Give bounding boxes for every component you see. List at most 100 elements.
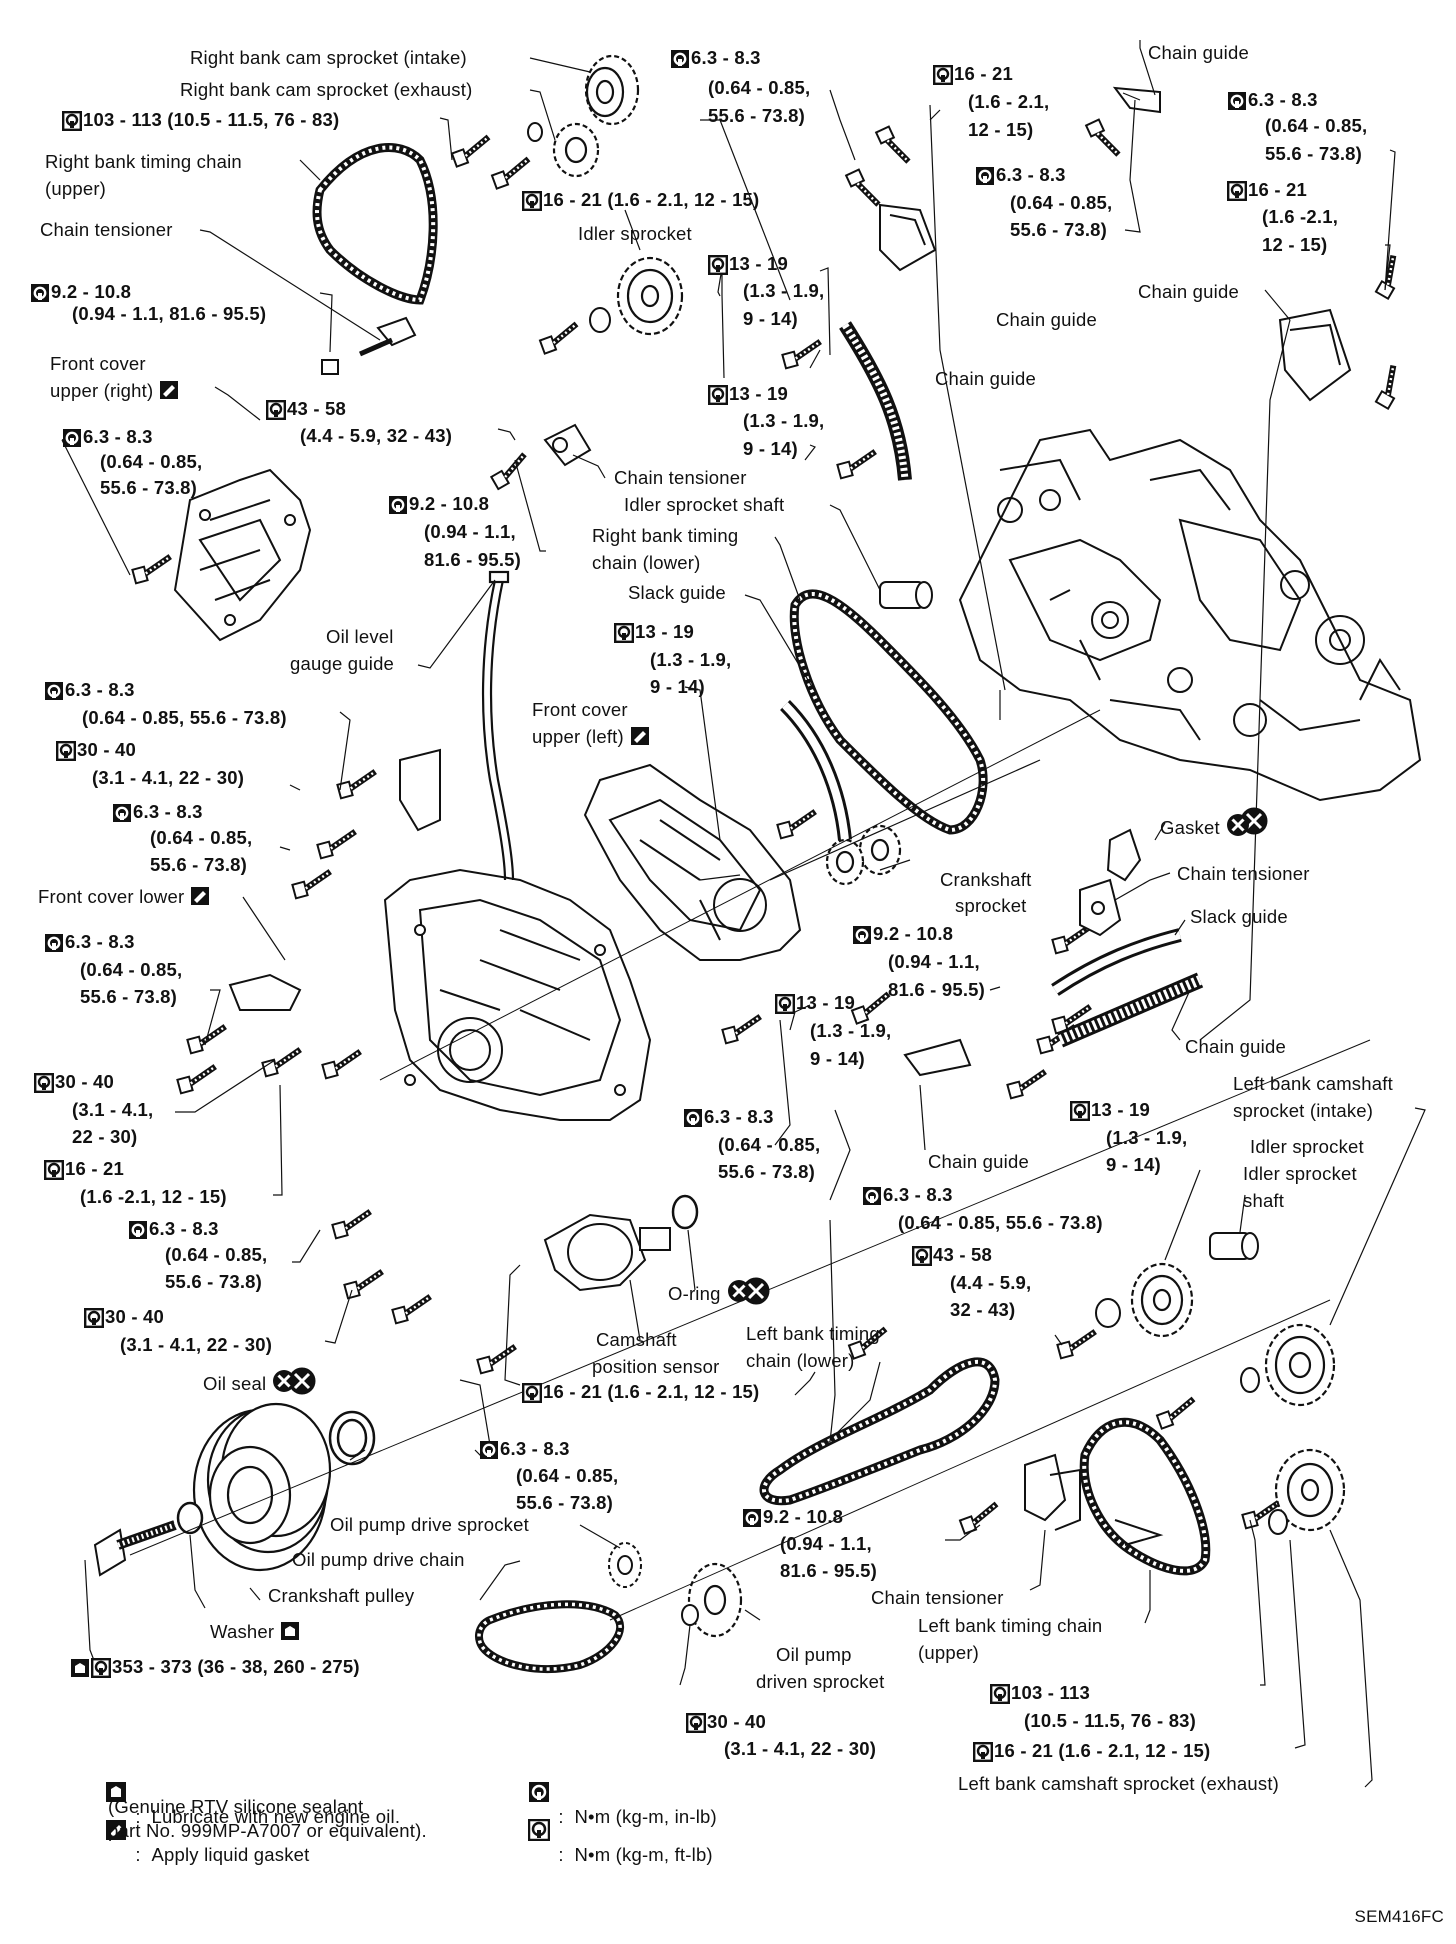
o-ring-part: [671, 1194, 699, 1230]
label-t-63c-1: 6.3 - 8.3: [975, 163, 1066, 187]
label-text: 81.6 - 95.5): [888, 979, 986, 1000]
label-text: Chain tensioner: [1177, 863, 1310, 884]
label-fc-upper-right-2: upper (right): [50, 379, 182, 403]
do-not-reuse-icon: [727, 1279, 751, 1303]
engine-oil-icon: [280, 1621, 300, 1641]
label-rb-cam-exhaust: Right bank cam sprocket (exhaust): [180, 78, 472, 102]
label-t-43b-3: 32 - 43): [950, 1298, 1015, 1322]
label-text: Right bank timing: [592, 525, 739, 546]
label-text: 6.3 - 8.3: [149, 1218, 219, 1239]
liquid-gasket-icon: [73, 1795, 127, 1871]
label-t-63i-1: 6.3 - 8.3: [128, 1217, 219, 1241]
legend-in-lb: : N•m (kg-m, in-lb): [475, 1733, 717, 1857]
label-t-63f-2: (0.64 - 0.85,: [150, 826, 252, 850]
label-t-353: 353 - 373 (36 - 38, 260 - 275): [70, 1655, 360, 1679]
label-text: Right bank cam sprocket (exhaust): [180, 79, 473, 100]
label-text: 9 - 14): [1106, 1154, 1161, 1175]
liquid-gasket-icon: [630, 726, 650, 746]
label-t-16c-1: 16 - 21: [1227, 178, 1307, 202]
label-lb-cam-intake-2: sprocket (intake): [1233, 1099, 1373, 1123]
label-text: 6.3 - 8.3: [65, 931, 135, 952]
label-t-30a-1: 30 - 40: [56, 738, 136, 762]
torque-in-lb-icon: [44, 681, 63, 700]
label-text: Chain guide: [1185, 1036, 1286, 1057]
label-text: Oil pump drive chain: [292, 1549, 465, 1570]
label-text: 16 - 21 (1.6 - 2.1, 12 - 15): [994, 1740, 1211, 1761]
crankshaft-pulley-part: [192, 1402, 332, 1572]
torque-ft-lb-icon: [990, 1684, 1010, 1704]
label-text: 103 - 113: [1011, 1682, 1090, 1703]
torque-in-lb-icon: [30, 283, 49, 302]
front-cover-upper-left: [583, 763, 802, 961]
label-oil-pump-drive-chain: Oil pump drive chain: [292, 1548, 465, 1572]
label-t-63f-1: 6.3 - 8.3: [112, 800, 203, 824]
label-text: Oil level: [326, 626, 394, 647]
label-text: Left bank camshaft sprocket (exhaust): [958, 1773, 1280, 1794]
label-text: 6.3 - 8.3: [691, 47, 761, 68]
label-text: (0.64 - 0.85,: [1010, 192, 1113, 213]
label-text: 30 - 40: [105, 1306, 164, 1327]
label-t-63g-2: (0.64 - 0.85,: [80, 958, 182, 982]
label-text: (1.3 - 1.9,: [743, 280, 825, 301]
torque-ft-lb-icon: [522, 191, 542, 211]
label-t-13a-3: 9 - 14): [743, 307, 798, 331]
label-t-92c-2: (0.94 - 1.1,: [888, 950, 980, 974]
label-text: 55.6 - 73.8): [80, 986, 178, 1007]
chain-tensioner-right-mid: [543, 423, 592, 467]
label-rb-chain-lower-2: chain (lower): [592, 551, 701, 575]
label-text: 6.3 - 8.3: [500, 1438, 570, 1459]
label-rb-chain-lower-1: Right bank timing: [592, 524, 738, 548]
label-t-30c-1: 30 - 40: [84, 1305, 164, 1329]
torque-in-lb-icon: [496, 1757, 550, 1833]
label-text: (0.64 - 0.85,: [708, 77, 811, 98]
label-t-43b-1: 43 - 58: [912, 1243, 992, 1267]
bracket-left: [399, 748, 441, 832]
label-lb-cam-intake-1: Left bank camshaft: [1233, 1072, 1393, 1096]
label-idler-sprocket-1: Idler sprocket: [578, 222, 692, 246]
torque-in-lb-icon: [44, 933, 63, 952]
label-text: (4.4 - 5.9, 32 - 43): [300, 425, 453, 446]
label-t-63b-2: (0.64 - 0.85,: [708, 76, 810, 100]
do-not-reuse-icon: [272, 1369, 296, 1393]
label-chain-guide-3: Chain guide: [935, 367, 1036, 391]
label-text: 6.3 - 8.3: [65, 679, 135, 700]
legend-lubricate: : Lubricate with new engine oil.: [52, 1733, 400, 1857]
slack-guide-part: [1051, 928, 1182, 996]
label-o-ring: O-ring: [668, 1279, 754, 1306]
label-text: Gasket: [1160, 817, 1220, 838]
label-text: 16 - 21 (1.6 - 2.1, 12 - 15): [543, 1381, 760, 1402]
label-chain-guide-5: Chain guide: [1185, 1035, 1286, 1059]
label-text: Chain guide: [935, 368, 1036, 389]
label-t-63h-3: 55.6 - 73.8): [718, 1160, 815, 1184]
label-t-92b-2: (0.94 - 1.1,: [424, 520, 516, 544]
label-t-16f: 16 - 21 (1.6 - 2.1, 12 - 15): [973, 1739, 1210, 1763]
label-text: 55.6 - 73.8): [1010, 219, 1108, 240]
label-text: gauge guide: [290, 653, 395, 674]
label-chain-tensioner-2: Chain tensioner: [614, 466, 747, 490]
label-text: (0.94 - 1.1,: [780, 1533, 872, 1554]
torque-ft-lb-icon: [708, 385, 728, 405]
torque-in-lb-icon: [128, 1220, 147, 1239]
label-text: 6.3 - 8.3: [883, 1184, 953, 1205]
label-text: Chain tensioner: [871, 1587, 1004, 1608]
oil-pump-drive-chain-part: [475, 1600, 624, 1674]
label-t-13e-1: 13 - 19: [1070, 1098, 1150, 1122]
label-t-13a-2: (1.3 - 1.9,: [743, 279, 824, 303]
label-text: 9 - 14): [743, 438, 798, 459]
label-t-13b-3: 9 - 14): [743, 437, 798, 461]
label-t-43a-2: (4.4 - 5.9, 32 - 43): [300, 424, 452, 448]
label-text: (3.1 - 4.1,: [72, 1099, 154, 1120]
label-idler-shaft-2b: shaft: [1243, 1189, 1284, 1213]
label-text: (1.3 - 1.9,: [810, 1020, 892, 1041]
label-text: 30 - 40: [707, 1711, 766, 1732]
label-t-63c-2: (0.64 - 0.85,: [1010, 191, 1112, 215]
label-fc-upper-right-1: Front cover: [50, 352, 146, 376]
label-text: 6.3 - 8.3: [704, 1106, 774, 1127]
legend-ft-lb: : N•m (kg-m, ft-lb): [475, 1771, 713, 1895]
label-t-16e: 16 - 21 (1.6 - 2.1, 12 - 15): [522, 1380, 759, 1404]
idler-sprocket-shaft-right: [879, 581, 933, 609]
label-text: 55.6 - 73.8): [718, 1161, 816, 1182]
label-text: (upper): [45, 178, 107, 199]
left-bank-timing-chain-lower: [759, 1357, 1000, 1506]
